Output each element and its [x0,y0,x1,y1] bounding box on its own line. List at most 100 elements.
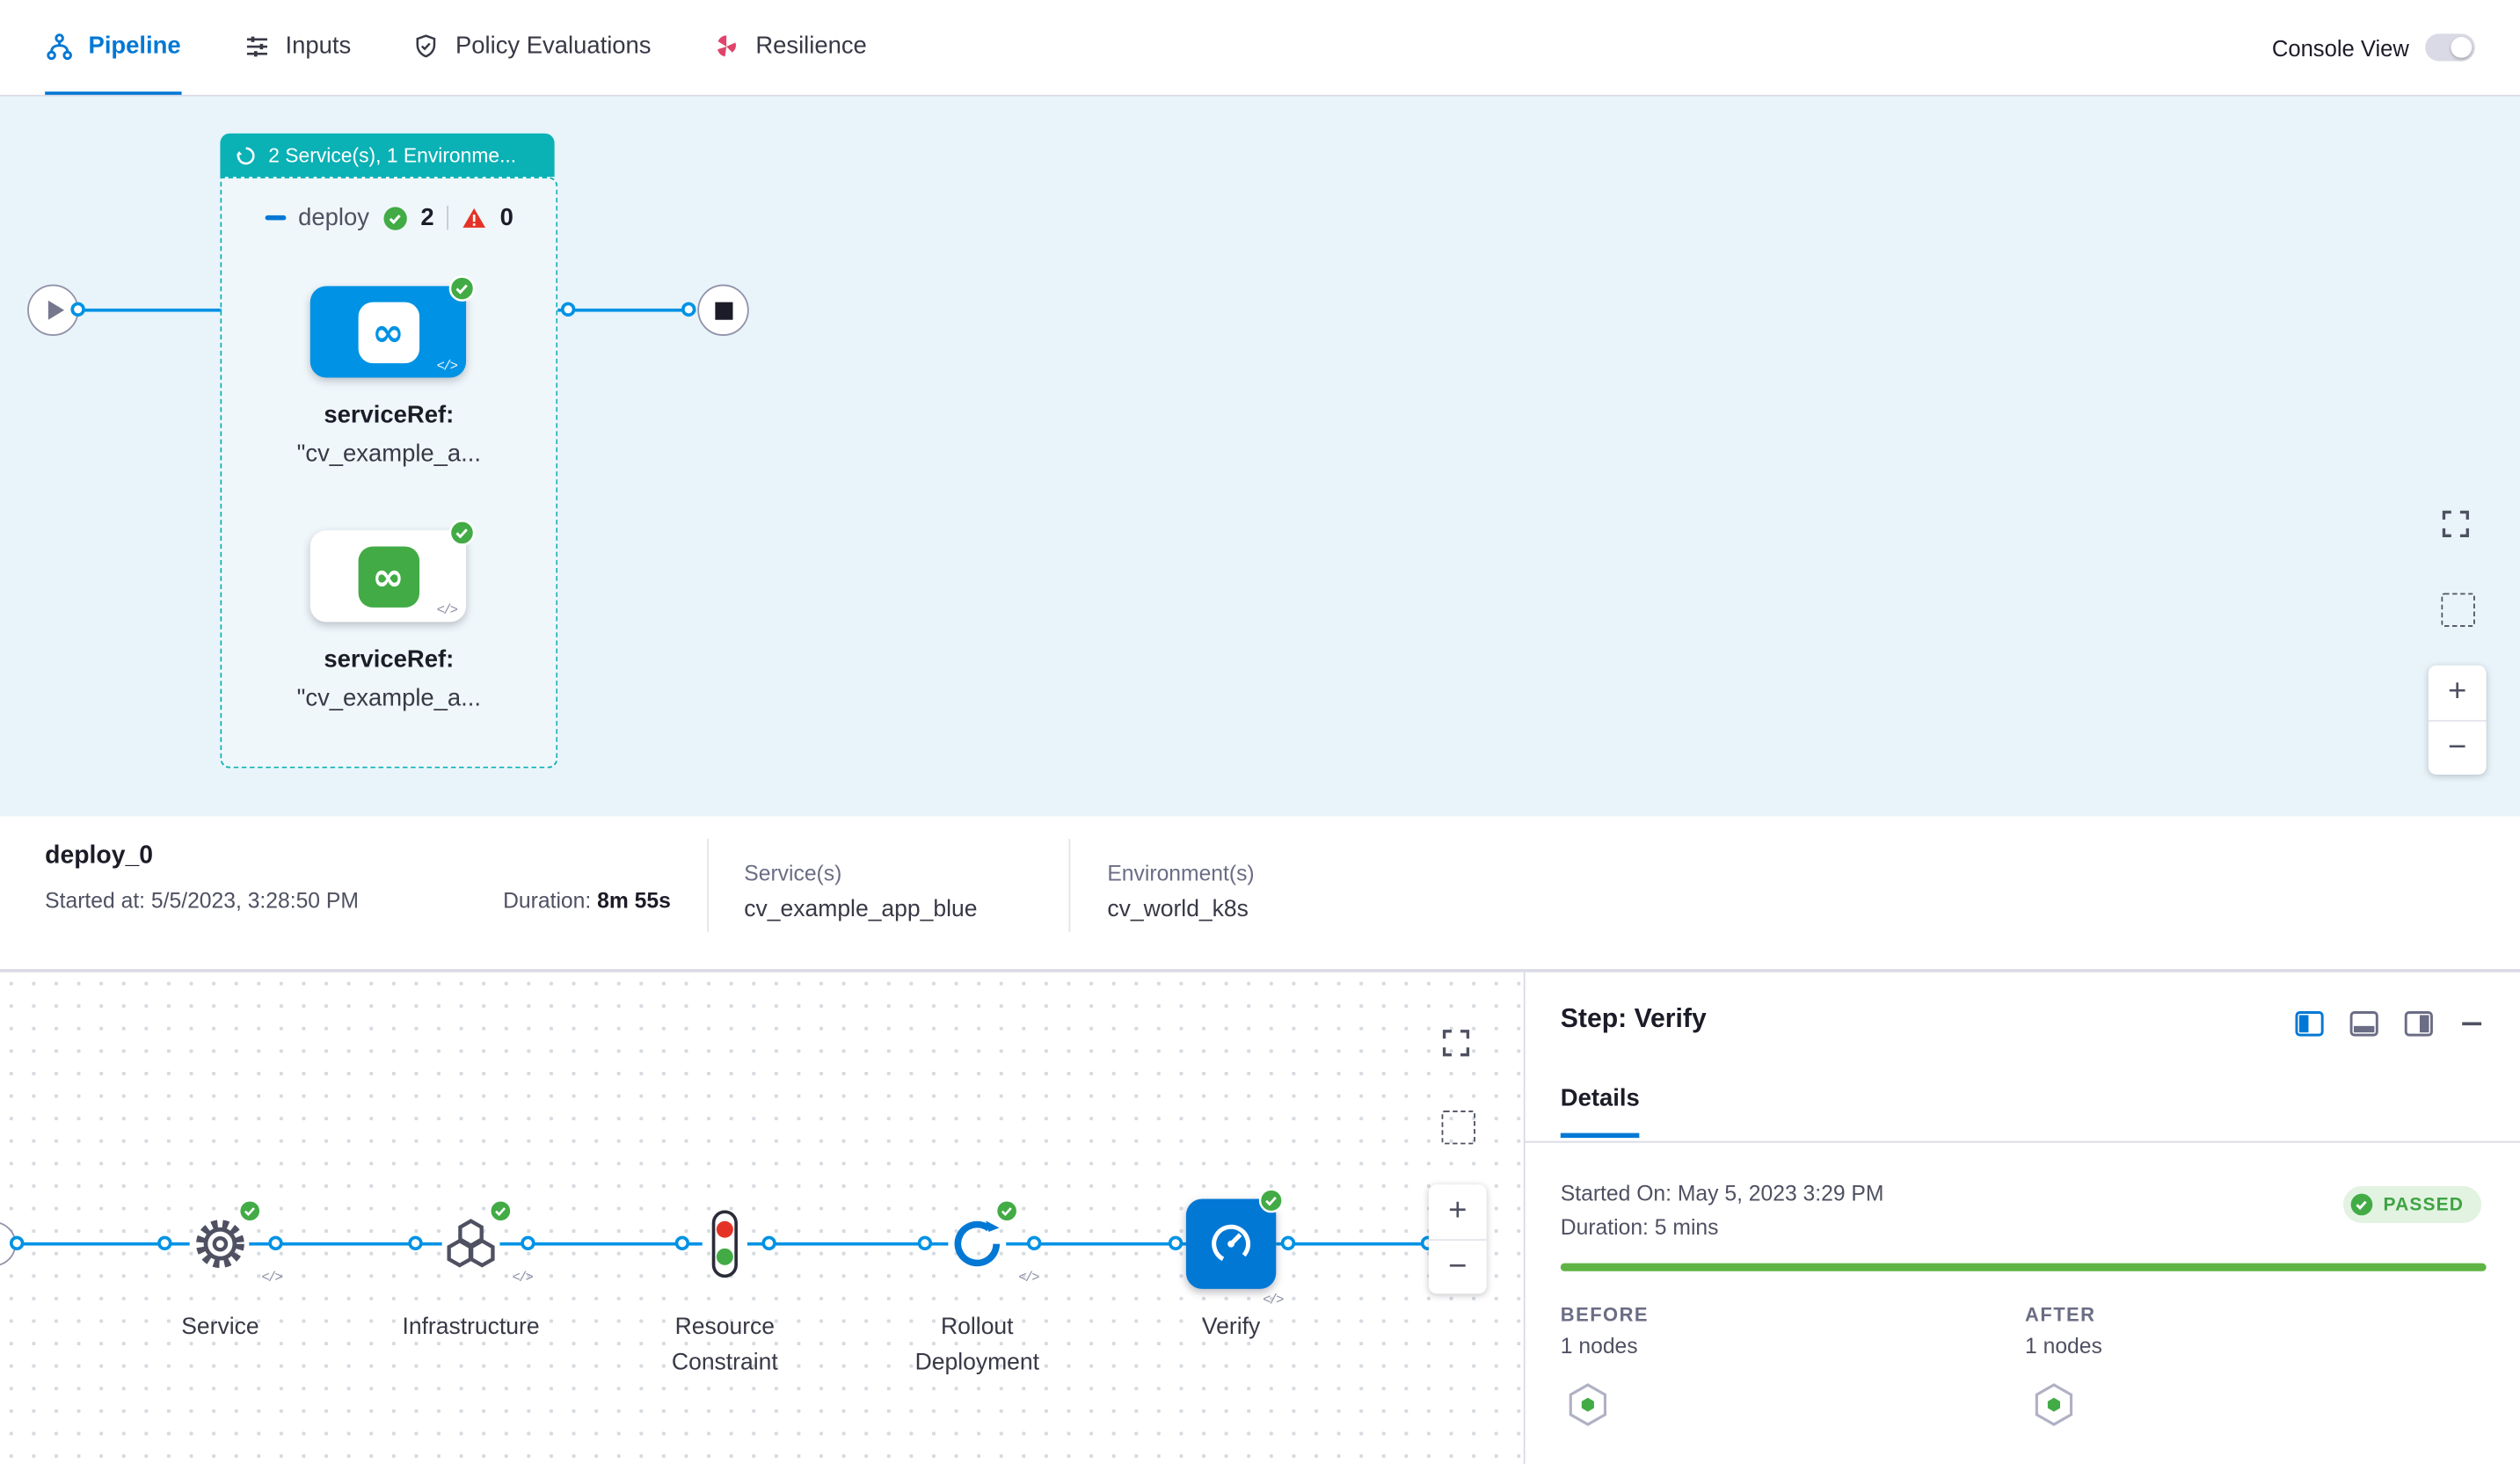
service-icon: ∞ [357,301,419,363]
environments-value: cv_world_k8s [1107,896,1249,923]
step-progress-bar [1560,1263,2487,1271]
check-badge-icon [448,520,476,546]
marquee-select-button[interactable] [1432,1101,1483,1152]
step-node-infrastructure[interactable]: </> Infrastructure [375,1199,567,1347]
play-icon [47,300,64,320]
collapse-stage-icon[interactable] [264,215,286,220]
expand-icon [2442,510,2469,537]
connector-dot [761,1235,776,1251]
shield-check-icon [417,33,436,57]
pipeline-start-node[interactable] [27,284,79,337]
tab-inputs[interactable]: Inputs [242,0,351,95]
service-ref-label: serviceRef: [324,401,455,430]
gauge-icon [1212,1224,1251,1264]
connector-dot [1026,1235,1042,1251]
console-view-toggle[interactable] [2425,33,2475,62]
started-at-value: 5/5/2023, 3:28:50 PM [150,888,359,914]
connector-line [557,308,696,312]
code-icon: </> [1263,1292,1284,1308]
execution-area: </> Service </> Infrastructure Resource … [0,970,2520,1464]
verify-card [1185,1198,1277,1289]
warning-icon [462,207,486,227]
fullscreen-button[interactable] [2430,499,2481,550]
step-label: Verify [1201,1315,1261,1341]
check-badge-icon [1258,1188,1284,1213]
tab-policy-evaluations[interactable]: Policy Evaluations [412,0,652,95]
rollout-icon [954,1220,1001,1267]
step-node-resource-constraint[interactable]: Resource Constraint [629,1209,821,1381]
started-at-label: Started at: [45,888,146,914]
connector-line [1276,1242,1431,1246]
marquee-select-button[interactable] [2431,583,2482,634]
marquee-icon [2440,592,2474,626]
failed-count: 0 [499,204,513,232]
stage-summary-bar: deploy_0 Started at: 5/5/2023, 3:28:50 P… [0,816,2520,971]
started-at: Started at: 5/5/2023, 3:28:50 PM [45,889,359,913]
tab-details[interactable]: Details [1560,1085,1640,1139]
step-node-rollout-deployment[interactable]: </> Rollout Deployment [881,1199,1074,1381]
step-duration: Duration: 5 mins [1561,1215,1719,1239]
gear-icon [195,1220,244,1269]
check-icon [2350,1193,2373,1216]
layout-bottom-icon[interactable] [2349,1011,2378,1037]
code-icon: </> [1018,1269,1039,1286]
stage-group-box[interactable] [220,177,558,768]
divider [1068,839,1071,933]
divider [447,205,449,230]
step-node-service[interactable]: </> Service [124,1199,317,1347]
check-badge-icon [995,1199,1019,1223]
check-badge-icon [489,1199,513,1223]
code-icon: </> [261,1269,282,1286]
services-value: cv_example_app_blue [744,896,978,923]
fullscreen-button[interactable] [1431,1017,1482,1068]
pipeline-end-node[interactable] [697,284,749,337]
zoom-in-button[interactable]: + [1448,1192,1468,1228]
pipeline-icon [47,33,72,60]
layout-right-icon[interactable] [2404,1011,2433,1037]
connector-dot [521,1235,535,1251]
service-icon: ∞ [357,545,419,607]
connector-dot [674,1235,690,1251]
connector-dot [9,1235,25,1251]
stage-graph-canvas: 2 Service(s), 1 Environme... deploy 2 0 … [0,96,2520,817]
after-node-hexagon-icon[interactable] [2030,1380,2079,1429]
connector-dot [70,302,85,317]
before-node-hexagon-icon[interactable] [1563,1380,1612,1429]
step-node-verify[interactable]: </> Verify [1134,1188,1327,1347]
status-label: PASSED [2383,1194,2465,1214]
tab-label: Resilience [755,32,867,60]
started-on-value: May 5, 2023 3:29 PM [1677,1181,1884,1205]
zoom-in-button[interactable]: + [2448,674,2467,710]
success-check-icon [383,206,407,229]
before-label: BEFORE [1560,1303,1649,1326]
connector-line [499,1242,703,1246]
connector-dot [408,1235,423,1251]
duration-label: Duration: [503,888,592,914]
console-view-control: Console View [2272,0,2475,95]
service-ref-value: "cv_example_a... [296,684,482,712]
tab-label: Inputs [285,32,352,60]
service-node-1[interactable]: ∞ </> [310,275,476,378]
tab-resilience[interactable]: Resilience [712,0,867,95]
layout-split-left-icon[interactable] [2295,1011,2324,1037]
loop-icon [236,146,255,164]
status-badge: PASSED [2342,1185,2482,1223]
stage-group-header[interactable]: 2 Service(s), 1 Environme... [220,133,555,178]
service-node-2[interactable]: ∞ </> [310,520,476,623]
zoom-out-button[interactable]: − [1448,1248,1468,1284]
step-panel-title: Step: Verify [1560,1004,1707,1034]
console-view-label: Console View [2271,34,2409,61]
connector-dot [1280,1235,1296,1251]
stage-group-header-label: 2 Service(s), 1 Environme... [268,143,517,167]
stage-duration: Duration: 8m 55s [503,889,671,913]
step-label: Rollout Deployment [914,1315,1040,1376]
tab-pipeline[interactable]: Pipeline [45,0,181,95]
collapse-panel-icon[interactable] [2459,1011,2485,1037]
step-label: Resource Constraint [671,1315,778,1376]
inputs-icon [246,35,267,56]
stop-icon [714,301,732,319]
connector-dot [681,302,696,317]
zoom-out-button[interactable]: − [2448,729,2467,765]
connector-line [249,1242,442,1246]
